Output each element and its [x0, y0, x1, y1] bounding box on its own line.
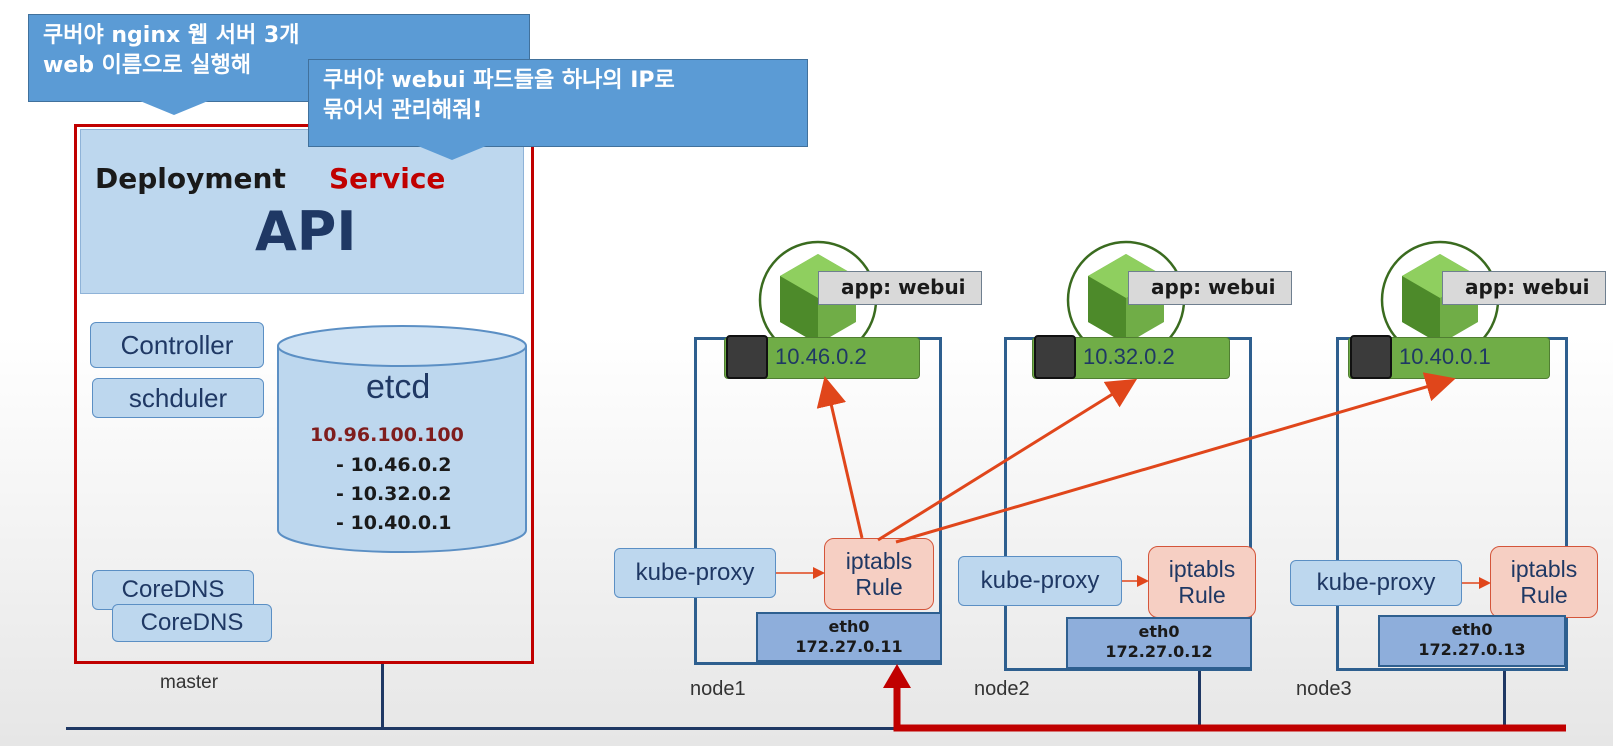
node2-kube-proxy-box: kube-proxy — [958, 556, 1122, 606]
etcd-endpoint-1: - 10.46.0.2 — [336, 454, 452, 476]
node3-network-port-icon — [1350, 335, 1392, 379]
scheduler-box: schduler — [92, 378, 264, 418]
callout-service-request: 쿠버야 webui 파드들을 하나의 IP로 묶어서 관리해줘! — [308, 59, 808, 147]
node1-eth0-ip: 172.27.0.11 — [795, 637, 903, 656]
node1-pod-label-tag: app: webui — [818, 271, 982, 305]
node1-iptables-rule-box: iptabls Rule — [824, 538, 934, 610]
incoming-traffic-arrowhead — [883, 664, 911, 688]
api-server-panel: Deployment Service API — [80, 129, 524, 294]
etcd-endpoint-3: - 10.40.0.1 — [336, 512, 452, 534]
service-label: Service — [329, 162, 446, 195]
node2-iptables-rule-box: iptabls Rule — [1148, 546, 1256, 618]
node1-eth0-name: eth0 — [828, 617, 870, 636]
node3-label: node3 — [1296, 678, 1352, 700]
etcd-endpoint-2: - 10.32.0.2 — [336, 483, 452, 505]
node2-eth0-ip: 172.27.0.12 — [1105, 642, 1213, 661]
node2-eth0-name: eth0 — [1138, 622, 1180, 641]
master-network-drop — [381, 664, 384, 730]
node3-iptables-rule-box: iptabls Rule — [1490, 546, 1598, 618]
node2-label: node2 — [974, 678, 1030, 700]
node2-network-drop — [1198, 670, 1201, 730]
controller-box: Controller — [90, 322, 264, 368]
node3-network-drop — [1503, 670, 1506, 730]
callout-deploy-request-tail — [140, 101, 208, 115]
node1-network-port-icon — [726, 335, 768, 379]
node1-eth0-box: eth0 172.27.0.11 — [756, 612, 942, 662]
node3-eth0-ip: 172.27.0.13 — [1418, 640, 1526, 659]
node3-kube-proxy-box: kube-proxy — [1290, 560, 1462, 606]
deployment-label: Deployment — [95, 162, 286, 195]
master-node-box — [74, 124, 534, 664]
node1-kube-proxy-box: kube-proxy — [614, 548, 776, 598]
master-label: master — [160, 672, 219, 693]
network-bus-line — [66, 727, 1566, 730]
node3-pod-label-tag: app: webui — [1442, 271, 1606, 305]
etcd-cylinder-icon — [277, 325, 527, 553]
etcd-title: etcd — [366, 368, 431, 406]
node2-network-port-icon — [1034, 335, 1076, 379]
node1-label: node1 — [690, 678, 746, 700]
node3-eth0-name: eth0 — [1451, 620, 1493, 639]
coredns-box-2: CoreDNS — [112, 604, 272, 642]
api-label: API — [255, 200, 357, 263]
node2-eth0-box: eth0 172.27.0.12 — [1066, 617, 1252, 669]
node3-eth0-box: eth0 172.27.0.13 — [1378, 615, 1566, 667]
callout-service-request-tail — [418, 146, 486, 160]
node2-pod-label-tag: app: webui — [1128, 271, 1292, 305]
callout-deploy-request: 쿠버야 nginx 웹 서버 3개 web 이름으로 실행해 — [28, 14, 530, 102]
coredns-box-1: CoreDNS — [92, 570, 254, 610]
etcd-service-ip: 10.96.100.100 — [310, 424, 464, 446]
